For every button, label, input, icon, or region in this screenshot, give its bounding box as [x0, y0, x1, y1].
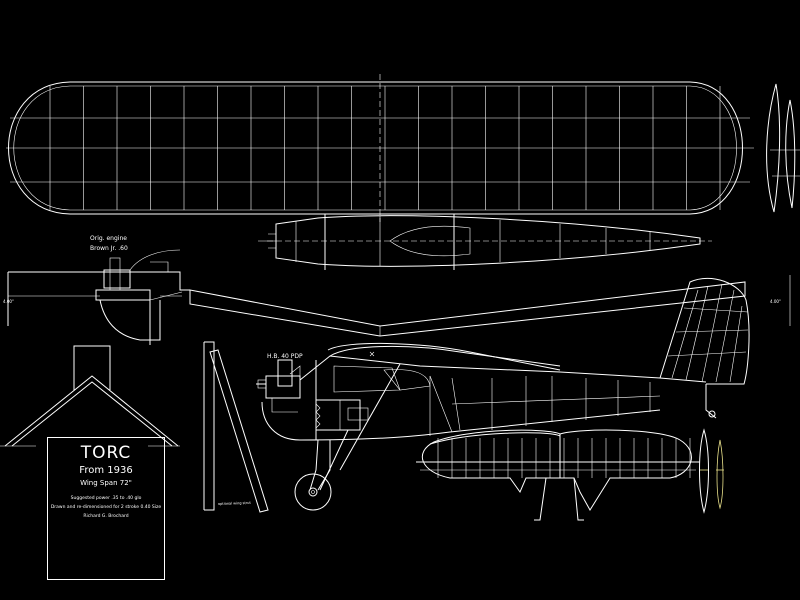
wing-front-view: 4.00": [189, 275, 791, 337]
front-view: Orig. engine Brown Jr. .60 4.00": [3, 235, 190, 345]
fuselage-top-view: [258, 214, 712, 270]
wingtip-side-view: [766, 83, 800, 213]
stabilizer-plan-view: [416, 429, 700, 521]
power-note: Suggested power .35 to .40 glo: [70, 496, 142, 501]
fuselage-side-view: H.B. 40 PDP: [256, 277, 750, 511]
label-strut: optional wing strut: [218, 501, 252, 506]
plane-year: From 1936: [79, 465, 133, 476]
stab-tip-sections: [699, 428, 724, 514]
wing-tip-detail: [0, 345, 180, 447]
label-engine-new: H.B. 40 PDP: [267, 353, 303, 360]
wing-span: Wing Span 72": [80, 479, 132, 487]
author: Richard G. Brochard: [83, 514, 129, 519]
label-engine-orig-1: Orig. engine: [90, 235, 127, 242]
wing-plan-view: [6, 74, 754, 222]
plane-name: TORC: [80, 443, 132, 463]
label-dim-left: 4.00": [3, 299, 14, 304]
title-block: TORC From 1936 Wing Span 72" Suggested p…: [47, 437, 165, 580]
label-dim-right: 4.00": [770, 299, 781, 304]
scale-note: Drawn and re-dimensioned for 2 stroke 0.…: [50, 505, 162, 510]
strut-detail: optional wing strut: [203, 341, 269, 513]
label-engine-orig-2: Brown Jr. .60: [90, 245, 128, 252]
